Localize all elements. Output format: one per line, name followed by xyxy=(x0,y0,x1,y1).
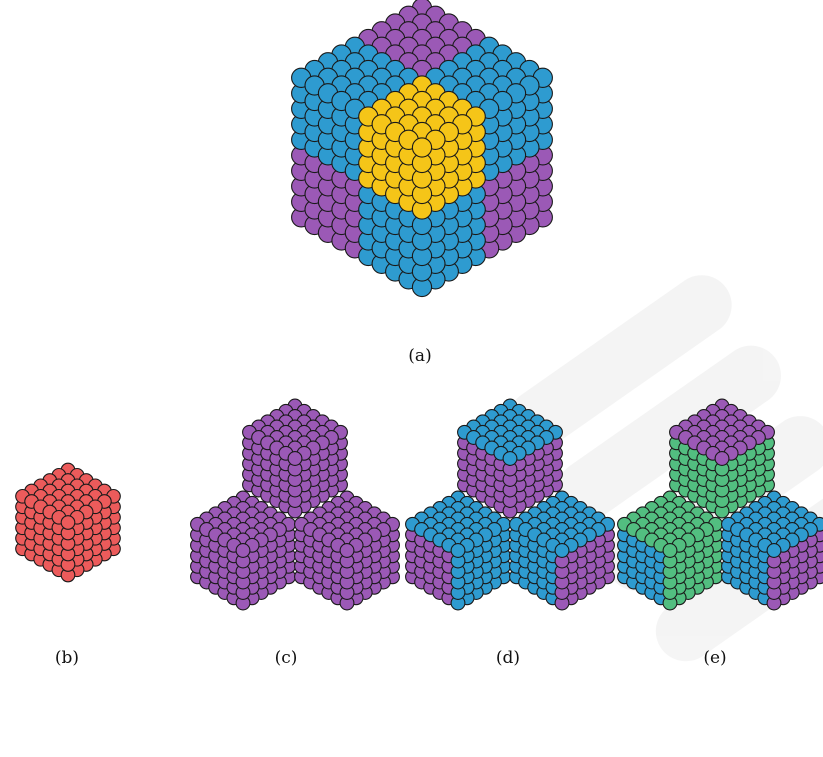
caption-c: (c) xyxy=(274,648,298,668)
sphere xyxy=(714,451,730,466)
panel-b-cube xyxy=(15,462,121,583)
sphere xyxy=(450,543,466,558)
sphere xyxy=(766,543,782,558)
sphere xyxy=(411,137,433,158)
sphere xyxy=(339,543,355,558)
caption-e: (e) xyxy=(703,648,727,668)
figure: (a) (b) (c) (d) (e) xyxy=(15,0,823,674)
sphere xyxy=(502,451,518,466)
caption-b: (b) xyxy=(54,648,80,668)
sphere xyxy=(662,543,678,558)
caption-a: (a) xyxy=(408,346,432,366)
panel-d-cube xyxy=(405,398,615,611)
panel-e-cube xyxy=(617,398,823,611)
sphere xyxy=(60,515,76,530)
panel-a-cube xyxy=(291,0,553,298)
sphere xyxy=(235,543,251,558)
caption-d: (d) xyxy=(495,648,521,668)
sphere xyxy=(554,543,570,558)
sphere xyxy=(287,451,303,466)
panel-c-cube xyxy=(190,398,400,611)
